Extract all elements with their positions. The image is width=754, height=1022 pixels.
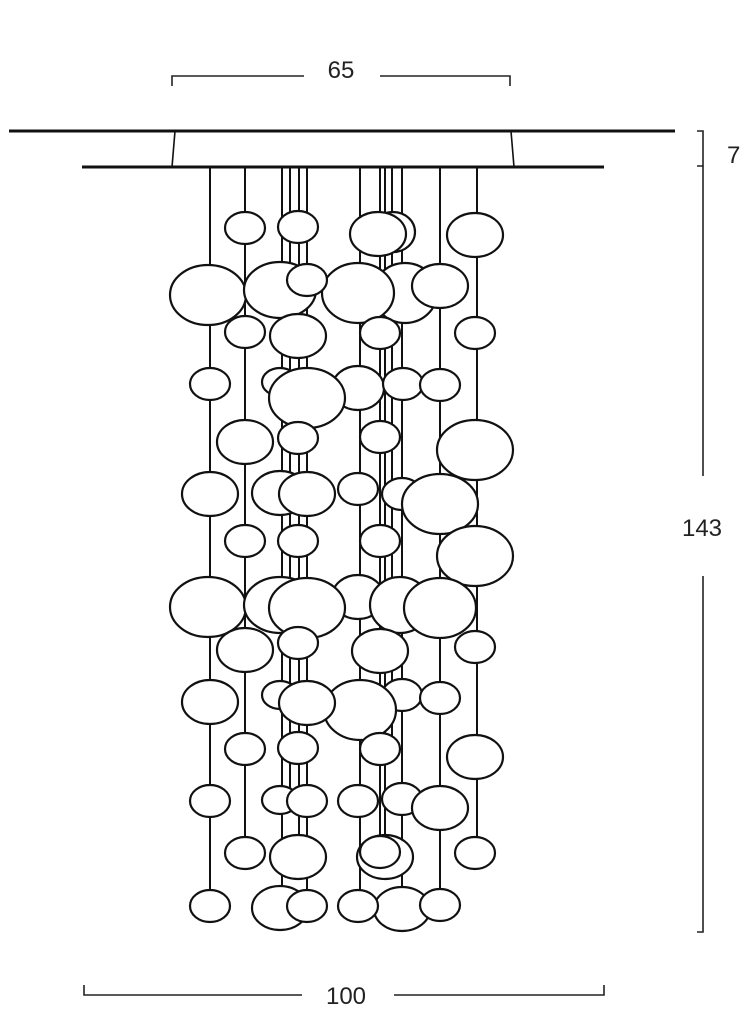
glass-sphere (168, 263, 248, 327)
glass-sphere (418, 680, 462, 716)
glass-sphere (268, 833, 328, 881)
glass-sphere (453, 315, 497, 351)
canopy-side-right (510, 130, 515, 168)
glass-sphere (358, 315, 402, 351)
dim-label-143: 143 (682, 515, 722, 542)
glass-sphere (358, 834, 402, 870)
glass-sphere (268, 312, 328, 360)
glass-sphere (381, 366, 425, 402)
glass-sphere (180, 470, 240, 518)
glass-sphere (400, 472, 480, 536)
dim-label-7: 7 (727, 142, 740, 169)
glass-sphere (336, 471, 380, 507)
glass-sphere (410, 262, 470, 310)
glass-sphere (445, 733, 505, 781)
glass-sphere (350, 627, 410, 675)
glass-sphere (223, 835, 267, 871)
glass-sphere (277, 679, 337, 727)
glass-sphere (435, 524, 515, 588)
glass-sphere (276, 420, 320, 456)
glass-sphere (276, 625, 320, 661)
dim-100-left (83, 985, 302, 996)
glass-sphere (336, 783, 380, 819)
glass-sphere (223, 210, 267, 246)
glass-spheres (168, 209, 515, 933)
glass-sphere (188, 366, 232, 402)
dim-143-bottom (697, 576, 704, 933)
glass-sphere (453, 835, 497, 871)
glass-sphere (418, 367, 462, 403)
dim-65-left (171, 75, 304, 86)
glass-sphere (320, 261, 396, 325)
glass-sphere (276, 523, 320, 559)
glass-sphere (410, 784, 470, 832)
glass-sphere (336, 888, 380, 924)
dim-label-65: 65 (328, 57, 355, 84)
glass-sphere (276, 209, 320, 245)
glass-sphere (223, 731, 267, 767)
glass-sphere (453, 629, 497, 665)
glass-sphere (285, 783, 329, 819)
dimension-lines (83, 75, 704, 996)
glass-sphere (215, 418, 275, 466)
canopy (9, 129, 675, 169)
glass-sphere (277, 470, 337, 518)
glass-sphere (358, 523, 402, 559)
glass-sphere (223, 523, 267, 559)
canopy-side-left (171, 130, 176, 168)
glass-sphere (418, 887, 462, 923)
glass-sphere (180, 678, 240, 726)
glass-sphere (188, 783, 232, 819)
dim-label-100: 100 (326, 983, 366, 1010)
glass-sphere (402, 576, 478, 640)
dim-65-right (380, 75, 511, 86)
glass-sphere (168, 575, 248, 639)
glass-sphere (267, 366, 347, 430)
glass-sphere (358, 731, 402, 767)
glass-sphere (285, 262, 329, 298)
glass-sphere (188, 888, 232, 924)
dim-100-right (394, 985, 605, 996)
glass-sphere (445, 211, 505, 259)
glass-sphere (285, 888, 329, 924)
glass-sphere (358, 419, 402, 455)
glass-sphere (348, 210, 408, 258)
glass-sphere (223, 314, 267, 350)
glass-sphere (276, 730, 320, 766)
glass-sphere (215, 626, 275, 674)
glass-sphere (435, 418, 515, 482)
dim-7-bracket (697, 130, 704, 167)
